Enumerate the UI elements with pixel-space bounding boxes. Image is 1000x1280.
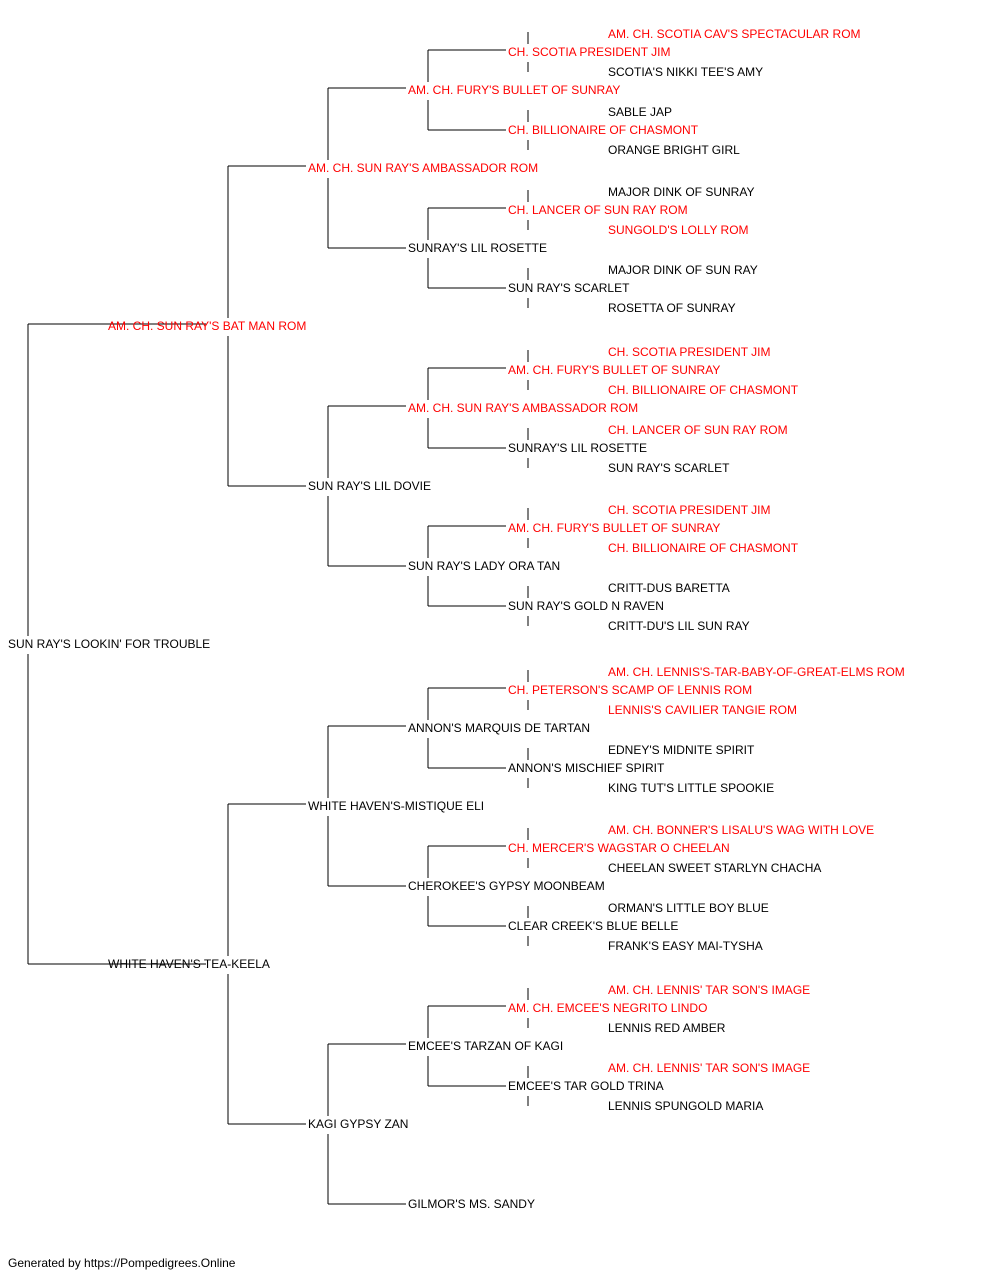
dog-name: FRANK'S EASY MAI-TYSHA [608,939,763,953]
champion-dog-name: AM. CH. FURY'S BULLET OF SUNRAY [408,83,620,97]
champion-dog-name: AM. CH. SUN RAY'S BAT MAN ROM [108,319,306,333]
champion-dog-name: CH. PETERSON'S SCAMP OF LENNIS ROM [508,683,752,697]
dog-name: CLEAR CREEK'S BLUE BELLE [508,919,678,933]
champion-dog-name: AM. CH. SUN RAY'S AMBASSADOR ROM [308,161,538,175]
champion-dog-name: AM. CH. BONNER'S LISALU'S WAG WITH LOVE [608,823,874,837]
dog-name: EMCEE'S TAR GOLD TRINA [508,1079,664,1093]
dog-name: MAJOR DINK OF SUN RAY [608,263,758,277]
dog-name: CHEROKEE'S GYPSY MOONBEAM [408,879,605,893]
dog-name: CRITT-DU'S LIL SUN RAY [608,619,750,633]
dog-name: SUNRAY'S LIL ROSETTE [508,441,647,455]
dog-name: SUN RAY'S LOOKIN' FOR TROUBLE [8,637,210,651]
champion-dog-name: CH. BILLIONAIRE OF CHASMONT [608,541,799,555]
footer-credit: Generated by https://Pompedigrees.Online [8,1256,236,1270]
dog-name: LENNIS RED AMBER [608,1021,726,1035]
champion-dog-name: LENNIS'S CAVILIER TANGIE ROM [608,703,797,717]
champion-dog-name: CH. MERCER'S WAGSTAR O CHEELAN [508,841,730,855]
dog-name: ROSETTA OF SUNRAY [608,301,736,315]
champion-dog-name: AM. CH. LENNIS' TAR SON'S IMAGE [608,983,810,997]
champion-dog-name: CH. BILLIONAIRE OF CHASMONT [608,383,799,397]
champion-dog-name: AM. CH. SCOTIA CAV'S SPECTACULAR ROM [608,27,861,41]
dog-name: LENNIS SPUNGOLD MARIA [608,1099,763,1113]
dog-name: ORANGE BRIGHT GIRL [608,143,740,157]
champion-dog-name: AM. CH. FURY'S BULLET OF SUNRAY [508,521,720,535]
dog-name: EDNEY'S MIDNITE SPIRIT [608,743,755,757]
champion-dog-name: CH. LANCER OF SUN RAY ROM [508,203,688,217]
dog-name: MAJOR DINK OF SUNRAY [608,185,754,199]
champion-dog-name: AM. CH. SUN RAY'S AMBASSADOR ROM [408,401,638,415]
dog-name: SUN RAY'S SCARLET [608,461,730,475]
champion-dog-name: CH. SCOTIA PRESIDENT JIM [608,503,770,517]
dog-name: GILMOR'S MS. SANDY [408,1197,535,1211]
dog-name: WHITE HAVEN'S TEA-KEELA [108,957,270,971]
dog-name: CRITT-DUS BARETTA [608,581,730,595]
dog-name: SUN RAY'S LIL DOVIE [308,479,431,493]
champion-dog-name: AM. CH. FURY'S BULLET OF SUNRAY [508,363,720,377]
dog-name: EMCEE'S TARZAN OF KAGI [408,1039,563,1053]
champion-dog-name: CH. SCOTIA PRESIDENT JIM [508,45,670,59]
dog-name: SCOTIA'S NIKKI TEE'S AMY [608,65,763,79]
dog-name: CHEELAN SWEET STARLYN CHACHA [608,861,821,875]
champion-dog-name: AM. CH. EMCEE'S NEGRITO LINDO [508,1001,707,1015]
dog-name: KING TUT'S LITTLE SPOOKIE [608,781,774,795]
champion-dog-name: CH. LANCER OF SUN RAY ROM [608,423,788,437]
dog-name: SUN RAY'S GOLD N RAVEN [508,599,664,613]
dog-name: SUN RAY'S LADY ORA TAN [408,559,560,573]
dog-name: ANNON'S MARQUIS DE TARTAN [408,721,590,735]
dog-name: WHITE HAVEN'S-MISTIQUE ELI [308,799,484,813]
dog-name: ANNON'S MISCHIEF SPIRIT [508,761,665,775]
dog-name: SABLE JAP [608,105,672,119]
dog-name: ORMAN'S LITTLE BOY BLUE [608,901,769,915]
dog-name: KAGI GYPSY ZAN [308,1117,408,1131]
dog-name: SUNRAY'S LIL ROSETTE [408,241,547,255]
champion-dog-name: CH. BILLIONAIRE OF CHASMONT [508,123,699,137]
dog-name: SUN RAY'S SCARLET [508,281,630,295]
champion-dog-name: AM. CH. LENNIS' TAR SON'S IMAGE [608,1061,810,1075]
champion-dog-name: SUNGOLD'S LOLLY ROM [608,223,749,237]
champion-dog-name: AM. CH. LENNIS'S-TAR-BABY-OF-GREAT-ELMS … [608,665,905,679]
champion-dog-name: CH. SCOTIA PRESIDENT JIM [608,345,770,359]
